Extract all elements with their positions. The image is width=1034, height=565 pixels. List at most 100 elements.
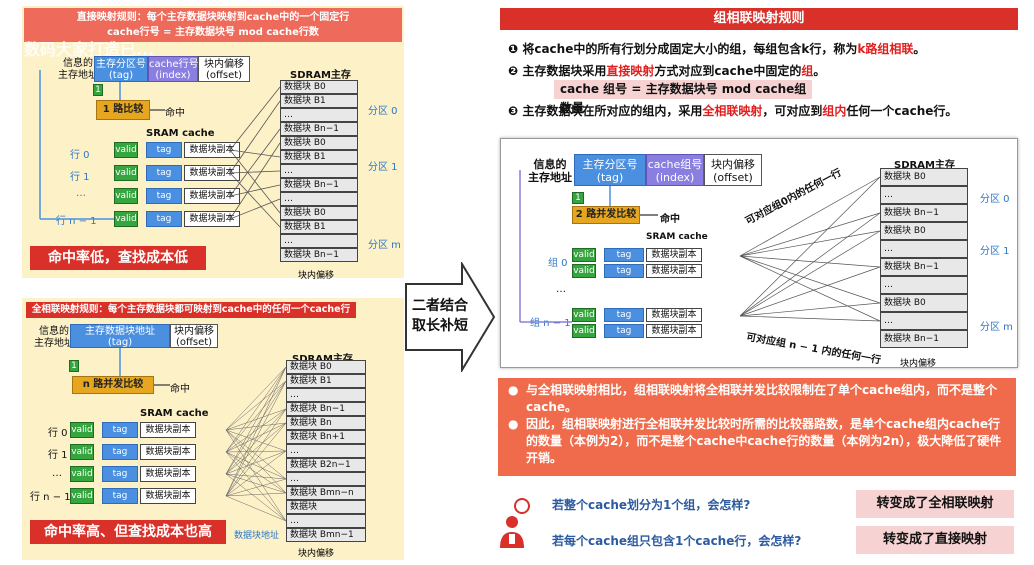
set-cache-row-valid-1: valid (572, 264, 596, 278)
direct-hit: 命中 (165, 108, 185, 119)
set-rule-3: ❸ 主存数据块在所对应的组内，采用全相联映射，可对应到组内任何一个cache行。 (508, 102, 957, 119)
set-mem-block-8: … (880, 312, 968, 330)
set-hit: 命中 (660, 214, 680, 225)
rule-2-number: ❷ (508, 64, 523, 78)
set-mem-block-9: 数据块 Bn−1 (880, 330, 968, 348)
summary-box: ● 与全相联映射相比，组相联映射将全相联并发比较限制在了单个cache组内，而不是… (498, 378, 1016, 476)
assoc-offset-bottom: 块内偏移 (298, 549, 335, 559)
set-rule-1: ❶ 将cache中的所有行划分成固定大小的组，每组包含k行，称为k路组相联。 (508, 40, 925, 57)
set-offset-bottom: 块内偏移 (900, 359, 937, 369)
set-mem-block-1: … (880, 186, 968, 204)
direct-sdram-label: SDRAM主存 (290, 70, 351, 81)
set-cache-row-copy-0: 数据块副本 (646, 248, 702, 262)
assoc-block-addr: 数据块地址 (234, 531, 280, 541)
assoc-cache-row-tag-2: tag (102, 466, 138, 482)
assoc-mem-block-7: 数据块 B2n−1 (286, 458, 366, 472)
combine-arrow-text: 二者结合 取长补短 (412, 298, 468, 334)
assoc-mem-block-5: 数据块 Bn+1 (286, 430, 366, 444)
direct-offset-field: 块内偏移 (offset) (198, 56, 250, 82)
set-index-field: cache组号 (index) (646, 154, 704, 186)
assoc-tag-field: 主存数据块地址 (tag) (70, 324, 170, 348)
set-title: 组相联映射规则 (500, 8, 1018, 30)
assoc-mem-block-6: … (286, 444, 366, 458)
summary-text-2: 因此，组相联映射进行全相联并发比较时所需的比较器路数，是单个cache组内cac… (526, 417, 1002, 465)
rule-3-highlight-2: 组内 (822, 104, 847, 118)
set-mem-block-3: 数据块 B0 (880, 222, 968, 240)
direct-mem-block-10: 数据块 B1 (280, 220, 358, 234)
assoc-cache-row-tag-3: tag (102, 488, 138, 504)
summary-point-2: ●因此，组相联映射进行全相联并发比较时所需的比较器路数，是单个cache组内ca… (508, 416, 1006, 467)
rule-1-highlight: k路组相联 (857, 42, 914, 56)
assoc-offset-field: 块内偏移 (offset) (170, 324, 218, 348)
direct-zone-0: 分区 0 (368, 106, 398, 117)
rule-2-highlight-1: 直接映射 (606, 64, 655, 78)
assoc-verdict: 命中率高、但查找成本也高 (30, 520, 226, 544)
direct-tag-field: 主存分区号 (tag) (94, 56, 148, 82)
direct-cache-row-tag-3: tag (146, 211, 182, 227)
set-cache-row-valid-3: valid (572, 308, 596, 322)
qa-answer-2: 转变成了直接映射 (856, 526, 1014, 554)
assoc-cache-row-copy-0: 数据块副本 (140, 422, 196, 438)
direct-row-ellipsis: … (76, 188, 86, 199)
rule-2-mid: 方式对应到cache中固定的 (654, 64, 802, 78)
assoc-compare: n 路并发比较 (72, 376, 154, 394)
direct-cache-row-valid-1: valid (114, 165, 138, 181)
direct-row-1: 行 1 (70, 172, 90, 183)
combine-arrow-shape (405, 262, 496, 372)
set-zone-m: 分区 m (980, 322, 1013, 333)
assoc-rule-banner: 全相联映射规则：每个主存数据块都可映射到cache中的任何一个cache行 (26, 302, 356, 318)
assoc-row-n1: 行 n − 1 (30, 492, 71, 503)
direct-row-0: 行 0 (70, 150, 90, 161)
set-group-0: 组 0 (548, 258, 568, 269)
set-cache-row-copy-3: 数据块副本 (646, 308, 702, 322)
direct-cache-row-tag-0: tag (146, 142, 182, 158)
direct-mem-block-1: 数据块 B1 (280, 94, 358, 108)
assoc-cache-row-valid-2: valid (70, 466, 94, 482)
rule-3-highlight-1: 全相联映射 (702, 104, 763, 118)
set-addr-label: 信息的 主存地址 (528, 158, 572, 184)
direct-mem-block-7: 数据块 Bn−1 (280, 178, 358, 192)
set-sram-label: SRAM cache (646, 232, 708, 242)
assoc-mem-block-8: … (286, 472, 366, 486)
rule-3-end: 任何一个cache行。 (846, 104, 958, 118)
set-rule-2: ❷ 主存数据块采用直接映射方式对应到cache中固定的组。 (508, 62, 825, 79)
assoc-mem-block-2: … (286, 388, 366, 402)
rule-3-mid: ，可对应到 (762, 104, 823, 118)
set-one-bit: 1 (572, 192, 584, 204)
set-mem-block-2: 数据块 Bn−1 (880, 204, 968, 222)
rule-3-text: 主存数据块在所对应的组内，采用 (522, 104, 703, 118)
direct-cache-row-valid-2: valid (114, 188, 138, 204)
direct-cache-row-copy-3: 数据块副本 (184, 211, 240, 227)
assoc-mem-block-1: 数据块 B1 (286, 374, 366, 388)
direct-compare: 1 路比较 (96, 100, 150, 120)
rule-2-highlight-2: 组 (801, 64, 814, 78)
rule-1-number: ❶ (508, 42, 523, 56)
bullet-dot: ● (508, 383, 519, 397)
direct-cache-row-tag-2: tag (146, 188, 182, 204)
rule-2-end: 。 (813, 64, 826, 78)
set-group-ellipsis: … (556, 284, 566, 295)
direct-mem-block-6: … (280, 164, 358, 178)
set-cache-row-tag-0: tag (604, 248, 644, 262)
set-mem-block-0: 数据块 B0 (880, 168, 968, 186)
direct-mem-block-0: 数据块 B0 (280, 80, 358, 94)
set-zone-0: 分区 0 (980, 194, 1010, 205)
direct-index-field: cache行号 (index) (148, 56, 199, 82)
assoc-mem-block-12: 数据块 Bmn−1 (286, 528, 366, 542)
assoc-addr-label: 信息的 主存地址 (34, 326, 74, 349)
direct-cache-row-copy-0: 数据块副本 (184, 142, 240, 158)
rule-3-number: ❸ (508, 104, 523, 118)
direct-mem-block-5: 数据块 B1 (280, 150, 358, 164)
direct-rule-line1: 直接映射规则：每个主存数据块映射到cache中的一个固定行 (76, 12, 350, 23)
combine-arrow: 二者结合 取长补短 (404, 262, 496, 372)
set-cache-row-copy-1: 数据块副本 (646, 264, 702, 278)
direct-mem-block-4: 数据块 B0 (280, 136, 358, 150)
direct-mem-block-11: … (280, 234, 358, 248)
direct-zone-m: 分区 m (368, 240, 401, 251)
set-cache-row-copy-4: 数据块副本 (646, 324, 702, 338)
direct-cache-row-tag-1: tag (146, 165, 182, 181)
summary-text-1: 与全相联映射相比，组相联映射将全相联并发比较限制在了单个cache组内，而不是整… (526, 383, 998, 414)
assoc-cache-row-valid-1: valid (70, 444, 94, 460)
direct-cache-row-valid-0: valid (114, 142, 138, 158)
set-cache-row-valid-0: valid (572, 248, 596, 262)
